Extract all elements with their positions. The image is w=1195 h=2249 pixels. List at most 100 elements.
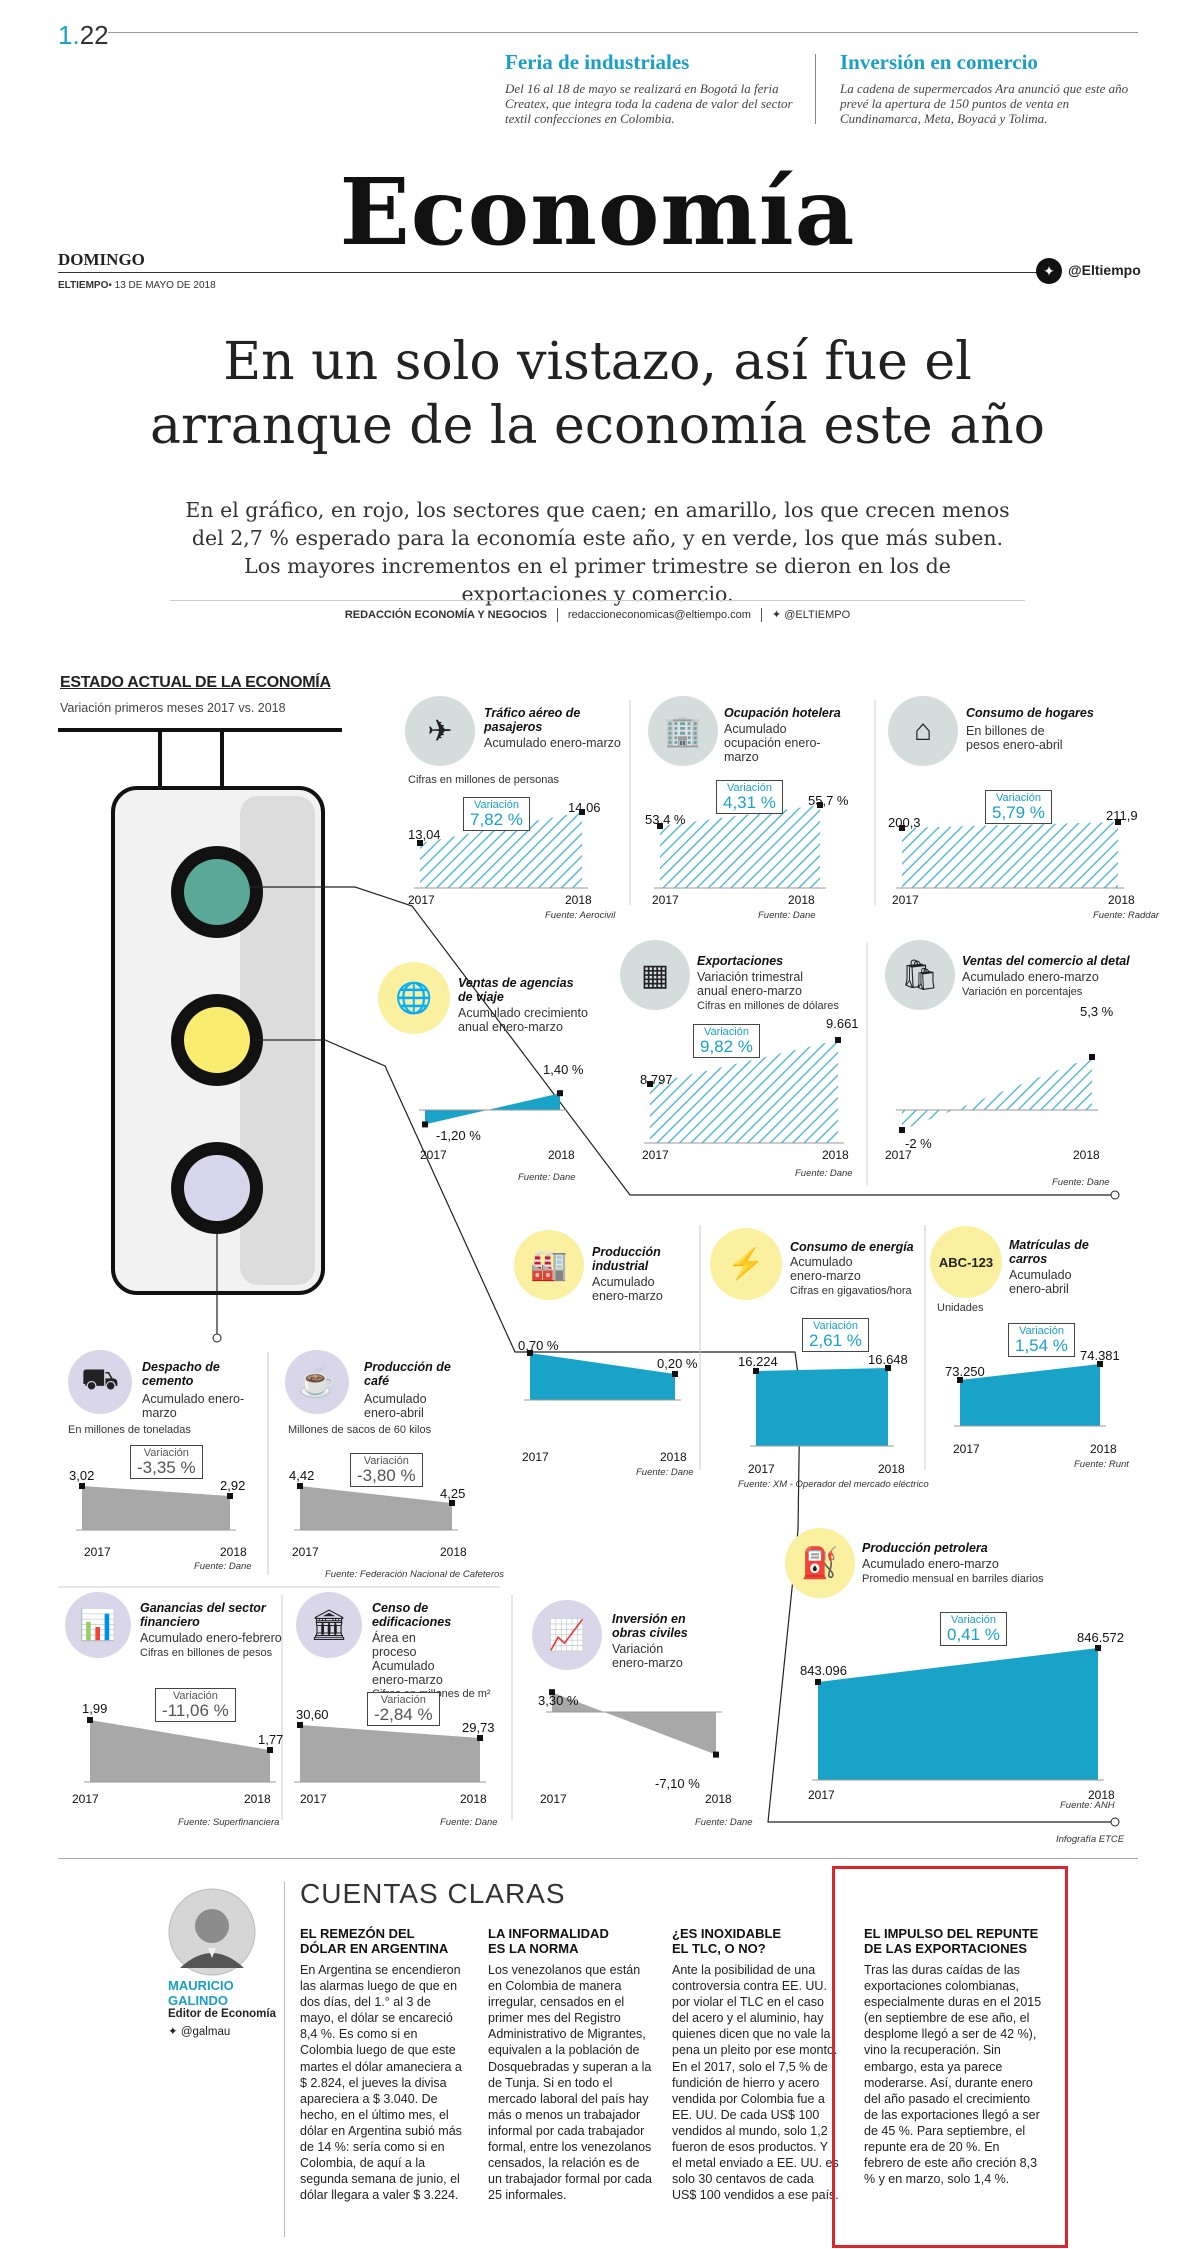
license-plate-icon: ABC-123 (930, 1226, 1002, 1298)
panel-note: Cifras en gigavatios/hora (790, 1285, 912, 1297)
chart-point-1-1 (817, 802, 823, 808)
buildings-icon: 🏛 (296, 1592, 362, 1658)
value-2017: 200,3 (888, 815, 921, 830)
source: Fuente: ANH (1060, 1800, 1115, 1811)
day-label: DOMINGO (58, 250, 145, 269)
financial-report-icon: 📊 (65, 1592, 131, 1658)
year-2018: 2018 (1073, 1148, 1100, 1162)
panel-energia: Consumo de energía Acumulado enero-marzo… (790, 1240, 935, 1297)
chart-point-10-1 (449, 1500, 455, 1506)
value-2018: 74.381 (1080, 1348, 1120, 1363)
value-2017: 73.250 (945, 1364, 985, 1379)
chart-point-13-0 (297, 1722, 303, 1728)
value-2017: 13,04 (408, 827, 441, 842)
year-2018: 2018 (788, 893, 815, 907)
source: Fuente: Dane (194, 1561, 252, 1572)
value-2018: 9.661 (826, 1016, 859, 1031)
brief-text: Del 16 al 18 de mayo se realizará en Bog… (505, 81, 793, 126)
brief-feria: Feria de industriales Del 16 al 18 de ma… (505, 50, 795, 126)
value-2017: 1,99 (82, 1701, 108, 1716)
year-2017: 2017 (540, 1792, 567, 1806)
column-heading: EL IMPULSO DEL REPUNTE (864, 1926, 1039, 1941)
year-2017: 2017 (300, 1792, 327, 1806)
year-2018: 2018 (822, 1148, 849, 1162)
chart-point-11-0 (815, 1679, 821, 1685)
value-2017: 30,60 (296, 1707, 329, 1722)
brief-text: La cadena de supermercados Ara anunció q… (840, 81, 1129, 126)
value-2018: 211,9 (1106, 808, 1138, 823)
panel-note: En millones de toneladas (68, 1424, 191, 1436)
chart-point-5-0 (899, 1127, 905, 1133)
value-2017: 0,70 % (518, 1338, 559, 1353)
author-avatar (168, 1888, 272, 1992)
chart-area-14 (552, 1692, 716, 1755)
year-2018: 2018 (220, 1545, 247, 1559)
panel-cafe: Producción de café Acumulado enero-abril (364, 1360, 474, 1420)
value-2018: 2,92 (220, 1478, 246, 1493)
chart-point-5-1 (1089, 1054, 1095, 1060)
twitter-icon[interactable]: ✦ (1036, 258, 1062, 284)
panel-sub: Área en proceso Acumulado enero-marzo (372, 1631, 443, 1687)
airplane-icon: ✈ (405, 696, 475, 766)
chart-area-9 (82, 1486, 230, 1530)
value-2018: 29,73 (462, 1720, 495, 1735)
column-text: Tras las duras caídas de las exportacion… (864, 1963, 1042, 2187)
panel-note: Millones de sacos de 60 kilos (288, 1424, 432, 1436)
chart-point-6-1 (672, 1371, 678, 1377)
headline-line-2: arranque de la economía este año (150, 396, 1045, 456)
credit-rule-top (170, 600, 1025, 601)
value-2017: 4,42 (289, 1468, 315, 1483)
panel-sub: Acumulado enero-marzo (592, 1275, 663, 1303)
top-rule (108, 32, 1138, 33)
panel-title: Inversión en obras civiles (612, 1612, 688, 1640)
panel-sub: Acumulado crecimiento anual enero-marzo (458, 1006, 588, 1034)
panel-title: Tráfico aéreo de pasajeros (484, 706, 581, 734)
panel-title: Despacho de cemento (142, 1360, 220, 1388)
panel-title: Consumo de energía (790, 1240, 914, 1254)
year-2018: 2018 (1088, 1788, 1115, 1802)
panel-note: Cifras en millones de dólares (697, 1000, 839, 1012)
chart-point-11-1 (1095, 1645, 1101, 1651)
panel-title: Producción de café (364, 1360, 451, 1388)
variation-box: Variación-11,06 % (155, 1688, 236, 1722)
author-twitter[interactable]: ✦ @galmau (168, 2026, 231, 2038)
shipping-icon: ▦ (620, 940, 690, 1010)
page-number-value: 22 (79, 20, 109, 50)
panel-title: Producción petrolera (862, 1541, 988, 1555)
section-title: Economía (339, 158, 856, 266)
variation-box: Variación-3,35 % (130, 1445, 203, 1479)
year-2018: 2018 (244, 1792, 271, 1806)
panel-sub: Acumulado enero-febrero (140, 1631, 282, 1645)
chart-point-14-1 (713, 1751, 719, 1758)
brief-divider (815, 54, 816, 124)
panel-sub: Acumulado enero-marzo (962, 970, 1099, 984)
column-divider (284, 1882, 285, 2237)
credit-email[interactable]: redaccioneconomicas@eltiempo.com (567, 609, 751, 621)
value-2018: 14,06 (568, 800, 601, 815)
charts-layer (76, 802, 1124, 1783)
panel-sub: Acumulado enero-marzo (862, 1557, 999, 1571)
panel-sub: Acumulado enero-abril (1009, 1268, 1072, 1296)
source: Fuente: Aerocivil (545, 910, 616, 921)
twitter-icon: ✦ (168, 2026, 181, 2038)
chart-point-1-0 (657, 823, 663, 829)
factory-icon: 🏭 (514, 1230, 584, 1300)
growth-chart-icon: 📈 (532, 1600, 602, 1670)
panel-sub: Acumulado ocupación enero-marzo (724, 722, 821, 764)
credit-twitter[interactable]: @ELTIEMPO (784, 609, 851, 621)
date: • 13 DE MAYO DE 2018 (108, 280, 216, 291)
twitter-handle[interactable]: @Eltiempo (1068, 262, 1141, 278)
panel-note: Cifras en millones de personas (408, 774, 560, 786)
column-text: En Argentina se encendieron las alarmas … (300, 1963, 462, 2203)
twitter-icon: ✦ (771, 609, 785, 621)
year-2017: 2017 (72, 1792, 99, 1806)
panel-trafico: Tráfico aéreo de pasajeros Acumulado ene… (484, 706, 624, 750)
chart-area-5 (902, 1057, 1092, 1130)
panel-sub: Acumulado enero-marzo (142, 1392, 245, 1420)
chart-area-13 (300, 1725, 480, 1782)
year-2018: 2018 (548, 1148, 575, 1162)
value-2017: 8.797 (640, 1072, 673, 1087)
value-2018: 16.648 (868, 1352, 908, 1367)
